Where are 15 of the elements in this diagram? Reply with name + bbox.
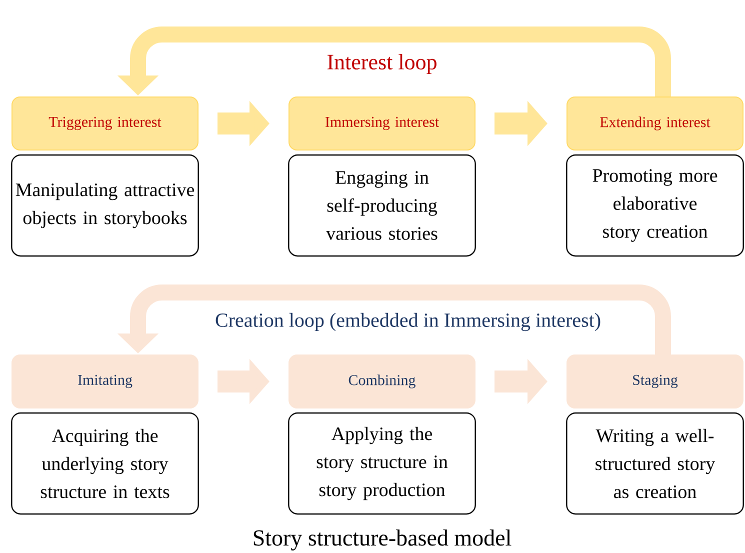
description-box: Manipulating attractive objects in storybooks <box>11 154 199 257</box>
description-box: Writing a well-structured story as creation <box>566 412 744 515</box>
description-box: Applying the story structure in story production <box>288 412 476 515</box>
stage-box: Extending interest <box>566 96 744 150</box>
stage-box: Staging <box>566 354 744 408</box>
stage-box: Imitating <box>12 354 198 408</box>
loop-title: Creation loop (embedded in Immersing interest) <box>216 312 600 332</box>
loop-title: Interest loop <box>328 54 436 74</box>
stage-box: Triggering interest <box>12 96 198 150</box>
description-box: Acquiring the underlying story structure in texts <box>11 412 199 515</box>
stage-box: Combining <box>288 354 476 408</box>
description-box: Engaging in self-producing various stories <box>288 154 476 257</box>
caption: Story structure-based model <box>254 530 512 550</box>
stage-box: Immersing interest <box>288 96 476 150</box>
description-box: Promoting more elaborative story creation <box>566 154 744 257</box>
